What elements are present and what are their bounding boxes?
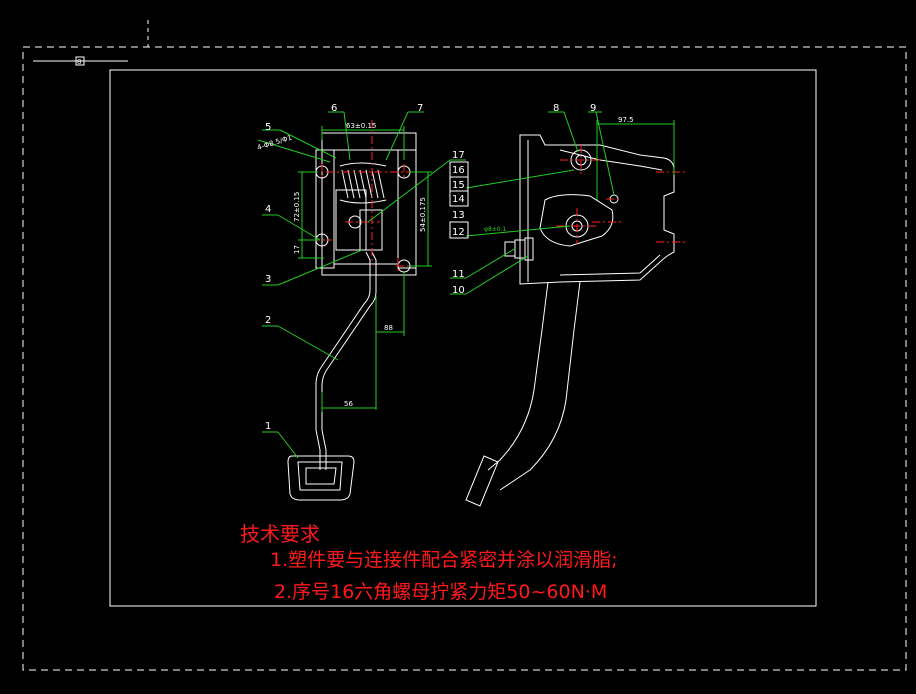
dim-97: 97.5	[618, 116, 634, 124]
scale-box	[75, 56, 85, 66]
balloon-10: 10	[452, 285, 465, 296]
dimension-lines	[257, 111, 675, 459]
sheet-dashed-border	[22, 46, 907, 671]
balloon-4: 4	[265, 204, 271, 215]
balloon-8: 8	[553, 103, 559, 114]
balloon-16: 16	[452, 165, 465, 176]
dim-note: φ8±0.1	[484, 226, 507, 233]
dim-small: 17	[293, 245, 301, 254]
balloon-14: 14	[452, 194, 465, 205]
balloon-6: 6	[331, 103, 337, 114]
side-view	[465, 134, 675, 507]
balloon-boxes	[449, 161, 469, 239]
balloon-13: 13	[452, 210, 465, 221]
balloon-7: 7	[417, 103, 423, 114]
dim-88: 88	[384, 324, 393, 332]
balloon-labels: 1 2 3 4 5 6 7 8 9 10 11 12 13 14 15 16 1…	[265, 103, 596, 432]
balloon-9: 9	[590, 103, 596, 114]
scale-label: 8	[77, 58, 81, 66]
balloon-17: 17	[452, 150, 465, 161]
dim-56: 56	[344, 400, 353, 408]
dim-left: 72±0.15	[293, 192, 301, 222]
requirements-title: 技术要求	[240, 522, 320, 546]
centerlines	[310, 120, 686, 274]
dim-right: 54±0.175	[419, 197, 427, 232]
balloon-1: 1	[265, 421, 271, 432]
balloon-3: 3	[265, 274, 271, 285]
balloon-12: 12	[452, 227, 465, 238]
requirement-item-2: 2.序号16六角螺母拧紧力矩50~60N·M	[274, 581, 608, 603]
dim-top: 63±0.15	[346, 122, 376, 130]
balloon-15: 15	[452, 180, 465, 191]
front-view	[287, 132, 417, 501]
balloon-11: 11	[452, 269, 465, 280]
balloon-2: 2	[265, 315, 271, 326]
balloon-5: 5	[265, 122, 271, 133]
drawing-frame	[109, 69, 817, 607]
requirement-item-1: 1.塑件要与连接件配合紧密并涂以润滑脂;	[270, 549, 618, 571]
